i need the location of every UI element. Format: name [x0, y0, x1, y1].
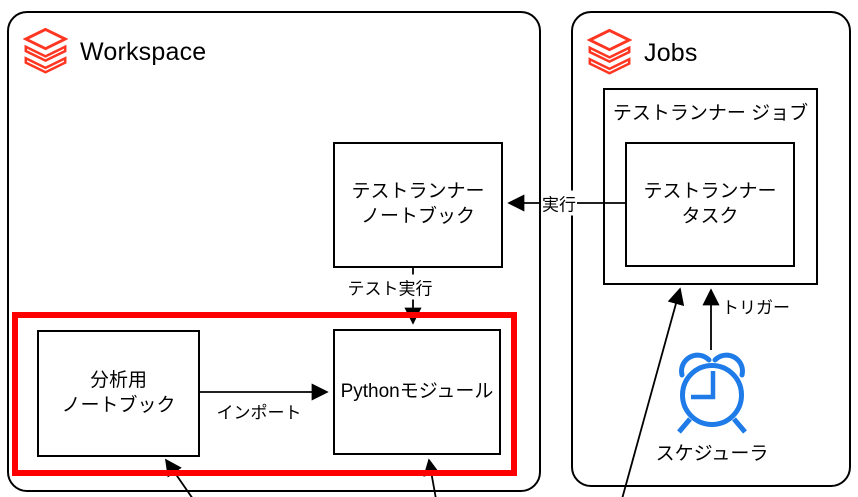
databricks-logo-icon	[23, 27, 68, 74]
import-label: インポート	[215, 398, 303, 424]
test-runner-notebook-label-line1: テストランナー	[351, 181, 485, 203]
test-runner-task-label-line1: テストランナー	[643, 180, 777, 202]
workspace-header: Workspace	[23, 27, 206, 77]
workspace-title: Workspace	[80, 37, 207, 66]
jobs-header: Jobs	[587, 28, 698, 78]
test-execute-label: テスト実行	[346, 274, 434, 300]
alarm-clock-icon	[677, 352, 747, 434]
test-runner-notebook-box: テストランナー ノートブック	[333, 142, 503, 268]
python-module-label: Pythonモジュール	[340, 380, 494, 402]
test-runner-job-title: テストランナー ジョブ	[612, 103, 809, 124]
analysis-notebook-box: 分析用 ノートブック	[37, 330, 200, 457]
analysis-notebook-label-line1: 分析用	[89, 369, 147, 391]
test-runner-task-box: テストランナー タスク	[625, 142, 795, 267]
databricks-logo-icon	[587, 28, 632, 75]
test-runner-notebook-label-line2: ノートブック	[360, 206, 475, 227]
python-module-box: Pythonモジュール	[333, 329, 501, 455]
execute-label: 実行	[541, 190, 577, 216]
analysis-notebook-label-line2: ノートブック	[61, 394, 176, 416]
jobs-title: Jobs	[644, 38, 698, 67]
test-runner-task-label-line2: タスク	[681, 205, 739, 227]
scheduler-label: スケジューラ	[655, 443, 769, 465]
trigger-label: トリガー	[721, 293, 791, 319]
